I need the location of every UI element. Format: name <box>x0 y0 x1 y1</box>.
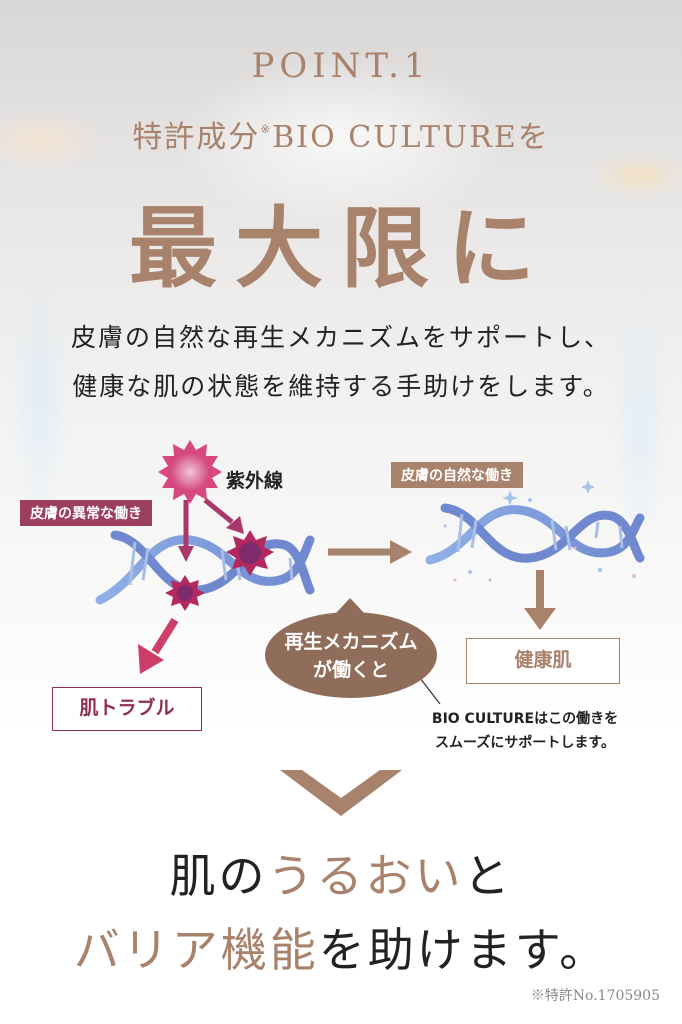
uv-sun-icon <box>158 440 222 504</box>
conclusion-line1-a: 肌の <box>169 849 268 903</box>
background-sheen <box>0 0 682 520</box>
healthy-skin-box: 健康肌 <box>466 638 620 684</box>
conclusion-accent-barrier: バリア機能 <box>73 923 319 977</box>
subtitle: 特許成分※BIO CULTUREを <box>0 112 682 156</box>
dna-right-icon <box>425 503 645 565</box>
uv-label: 紫外線 <box>226 470 284 492</box>
damage-burst-icon <box>226 530 274 576</box>
conclusion-line-1: 肌のうるおいと <box>0 840 682 906</box>
leader-line <box>419 677 441 705</box>
damage-burst-small-icon <box>165 575 205 611</box>
mechanism-line-2: が働くと <box>312 659 389 681</box>
mechanism-diagram <box>95 440 645 705</box>
conclusion-line2-b: を助けます。 <box>318 923 609 977</box>
conclusion-line1-c: と <box>463 849 513 903</box>
point-label: POINT.1 <box>251 46 431 86</box>
patent-footnote: ※特許No.1705905 <box>530 988 660 1004</box>
sparkle-icon <box>443 480 636 582</box>
bio-culture-note: BIO CULTUREはこの働きを スムーズにサポートします。 <box>392 707 658 755</box>
description-line-1: 皮膚の自然な再生メカニズムをサポートし、 <box>70 323 611 352</box>
down-arrow-icon <box>524 570 556 630</box>
mechanism-oval: 再生メカニズム が働くと <box>265 612 437 698</box>
chevron-down-icon <box>280 770 402 816</box>
right-arrow-icon <box>328 540 412 564</box>
note-line-1: BIO CULTUREはこの働きを <box>431 711 619 727</box>
uv-arrow-icon <box>178 498 244 562</box>
description-line-2: 健康な肌の状態を維持する手助けをします。 <box>72 372 610 401</box>
subtitle-rest: BIO CULTUREを <box>272 120 550 155</box>
note-line-2: スムーズにサポートします。 <box>435 735 615 751</box>
dna-left-icon <box>95 530 315 605</box>
natural-tag: 皮膚の自然な働き <box>391 462 523 488</box>
trouble-arrow-icon <box>138 617 179 674</box>
conclusion-line-2: バリア機能を助けます。 <box>0 914 682 980</box>
mechanism-line-1: 再生メカニズム <box>284 631 418 653</box>
oval-pointer-icon <box>336 598 364 613</box>
skin-trouble-box: 肌トラブル <box>52 687 202 731</box>
abnormal-tag: 皮膚の異常な働き <box>20 500 152 526</box>
headline: 最大限に <box>128 196 553 300</box>
subtitle-main: 特許成分 <box>132 120 261 155</box>
subtitle-mark: ※ <box>260 122 273 136</box>
conclusion-accent-moisture: うるおい <box>267 849 464 903</box>
